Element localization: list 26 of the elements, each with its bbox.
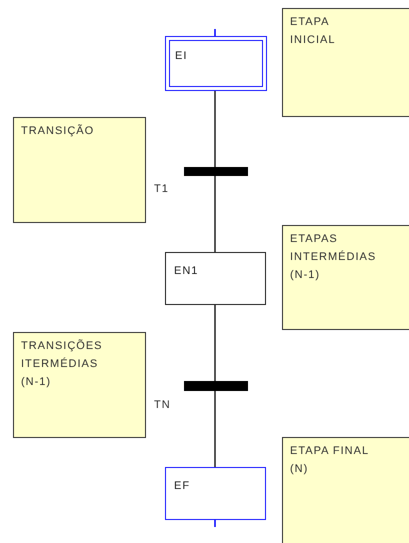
comment-text: ETAPA INICIAL bbox=[290, 15, 337, 48]
connector-line bbox=[214, 91, 216, 167]
transition-label: TN bbox=[154, 399, 171, 411]
step-label: EI bbox=[175, 50, 188, 62]
comment-box bbox=[13, 117, 146, 223]
connector-line bbox=[214, 520, 216, 527]
comment-box bbox=[282, 225, 409, 330]
comment-text: ETAPAS INTERMÉDIAS (N-1) bbox=[290, 232, 378, 283]
transition-bar bbox=[184, 381, 248, 391]
connector-line bbox=[214, 29, 216, 36]
connector-line bbox=[214, 391, 216, 467]
transition-bar bbox=[184, 167, 248, 176]
step-box bbox=[165, 252, 266, 305]
comment-text: ETAPA FINAL (N) bbox=[290, 444, 370, 477]
connector-line bbox=[214, 176, 216, 252]
comment-text: TRANSIÇÃO bbox=[21, 123, 96, 139]
step-label: EF bbox=[174, 480, 190, 492]
comment-box bbox=[282, 8, 409, 117]
connector-line bbox=[214, 305, 216, 381]
comment-box bbox=[13, 332, 146, 438]
comment-text: TRANSIÇÕES ITERMÉDIAS (N-1) bbox=[21, 338, 104, 390]
step-label: EN1 bbox=[174, 265, 198, 277]
transition-label: T1 bbox=[154, 183, 169, 195]
final-step-box bbox=[165, 467, 266, 520]
initial-step-box bbox=[165, 36, 267, 91]
comment-box bbox=[282, 437, 409, 543]
